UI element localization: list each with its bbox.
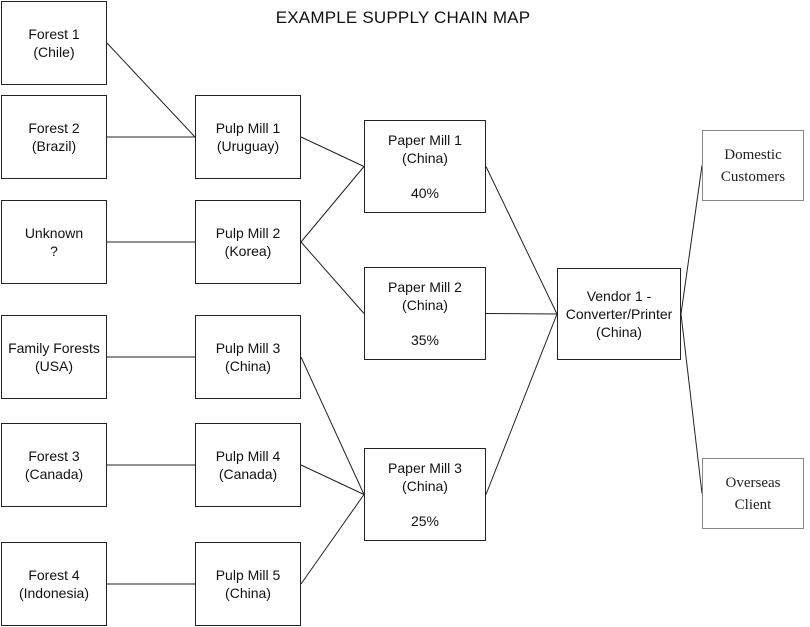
edge-paper2-vendor bbox=[485, 313, 558, 315]
edge-pulp4-paper3 bbox=[300, 464, 365, 495]
edge-vendor-overseas bbox=[680, 313, 703, 494]
node-unknown-source: Unknown ? bbox=[1, 200, 107, 284]
node-location: (Indonesia) bbox=[18, 585, 90, 601]
node-location: (Chile) bbox=[33, 44, 75, 60]
node-location: (Uruguay) bbox=[216, 138, 280, 154]
node-label: Paper Mill 2 bbox=[388, 279, 462, 295]
node-location: (China) bbox=[402, 150, 448, 166]
diagram-title: EXAMPLE SUPPLY CHAIN MAP bbox=[275, 8, 531, 27]
node-share: 35% bbox=[410, 332, 440, 348]
edge-paper3-vendor bbox=[485, 313, 558, 495]
node-vendor: Vendor 1 - Converter/Printer (China) bbox=[557, 268, 681, 360]
node-share: 25% bbox=[410, 513, 440, 529]
node-location: (Brazil) bbox=[31, 138, 77, 154]
edge-pulp3-paper3 bbox=[300, 356, 365, 495]
node-pulp-mill-1: Pulp Mill 1 (Uruguay) bbox=[195, 95, 301, 179]
node-location: (China) bbox=[225, 358, 271, 374]
node-paper-mill-3: Paper Mill 3 (China) 25% bbox=[364, 448, 486, 541]
node-location: (China) bbox=[402, 297, 448, 313]
node-label: Pulp Mill 2 bbox=[215, 225, 281, 241]
edge-pulp5-paper3 bbox=[300, 494, 365, 585]
node-location: (China) bbox=[402, 478, 448, 494]
node-paper-mill-2: Paper Mill 2 (China) 35% bbox=[364, 267, 486, 360]
node-location: (Canada) bbox=[218, 466, 278, 482]
node-label: Forest 4 bbox=[28, 567, 80, 583]
node-family-forests: Family Forests (USA) bbox=[1, 315, 107, 399]
node-label: Pulp Mill 1 bbox=[215, 120, 281, 136]
node-label: Domestic bbox=[724, 146, 782, 163]
node-label: Unknown bbox=[24, 225, 84, 241]
node-label: Forest 2 bbox=[28, 120, 80, 136]
node-location: (China) bbox=[225, 585, 271, 601]
node-location: (Korea) bbox=[224, 243, 272, 259]
node-location: (USA) bbox=[34, 358, 74, 374]
node-forest-1: Forest 1 (Chile) bbox=[1, 1, 107, 85]
node-label: Overseas bbox=[725, 474, 781, 491]
node-forest-4: Forest 4 (Indonesia) bbox=[1, 542, 107, 626]
node-forest-3: Forest 3 (Canada) bbox=[1, 423, 107, 507]
node-label-2: Client bbox=[734, 496, 772, 513]
node-location: (Canada) bbox=[24, 466, 84, 482]
node-label: Vendor 1 - bbox=[586, 288, 652, 304]
node-label: Forest 1 bbox=[28, 26, 80, 42]
node-pulp-mill-2: Pulp Mill 2 (Korea) bbox=[195, 200, 301, 284]
node-label-2: Customers bbox=[720, 168, 786, 185]
node-forest-2: Forest 2 (Brazil) bbox=[1, 95, 107, 179]
node-label: Pulp Mill 4 bbox=[215, 448, 281, 464]
node-overseas-client: Overseas Client bbox=[702, 458, 804, 529]
node-label: Paper Mill 3 bbox=[388, 460, 462, 476]
node-pulp-mill-5: Pulp Mill 5 (China) bbox=[195, 542, 301, 626]
node-location: (China) bbox=[596, 324, 642, 340]
node-pulp-mill-3: Pulp Mill 3 (China) bbox=[195, 315, 301, 399]
node-label: Family Forests bbox=[8, 340, 100, 356]
edge-pulp2-paper1 bbox=[300, 166, 365, 243]
node-pulp-mill-4: Pulp Mill 4 (Canada) bbox=[195, 423, 301, 507]
node-role: Converter/Printer bbox=[565, 306, 673, 322]
edge-vendor-domestic bbox=[680, 165, 703, 315]
node-domestic-customers: Domestic Customers bbox=[702, 130, 804, 201]
node-label: Pulp Mill 5 bbox=[215, 567, 281, 583]
node-paper-mill-1: Paper Mill 1 (China) 40% bbox=[364, 120, 486, 213]
node-label: Forest 3 bbox=[28, 448, 80, 464]
node-label: Paper Mill 1 bbox=[388, 132, 462, 148]
node-share: 40% bbox=[410, 185, 440, 201]
edge-forest1-pulp1 bbox=[106, 42, 196, 138]
edge-pulp1-paper1 bbox=[300, 136, 365, 167]
node-label: Pulp Mill 3 bbox=[215, 340, 281, 356]
node-location: ? bbox=[50, 243, 58, 259]
edge-paper1-vendor bbox=[485, 166, 558, 315]
edge-pulp2-paper2 bbox=[300, 241, 365, 314]
